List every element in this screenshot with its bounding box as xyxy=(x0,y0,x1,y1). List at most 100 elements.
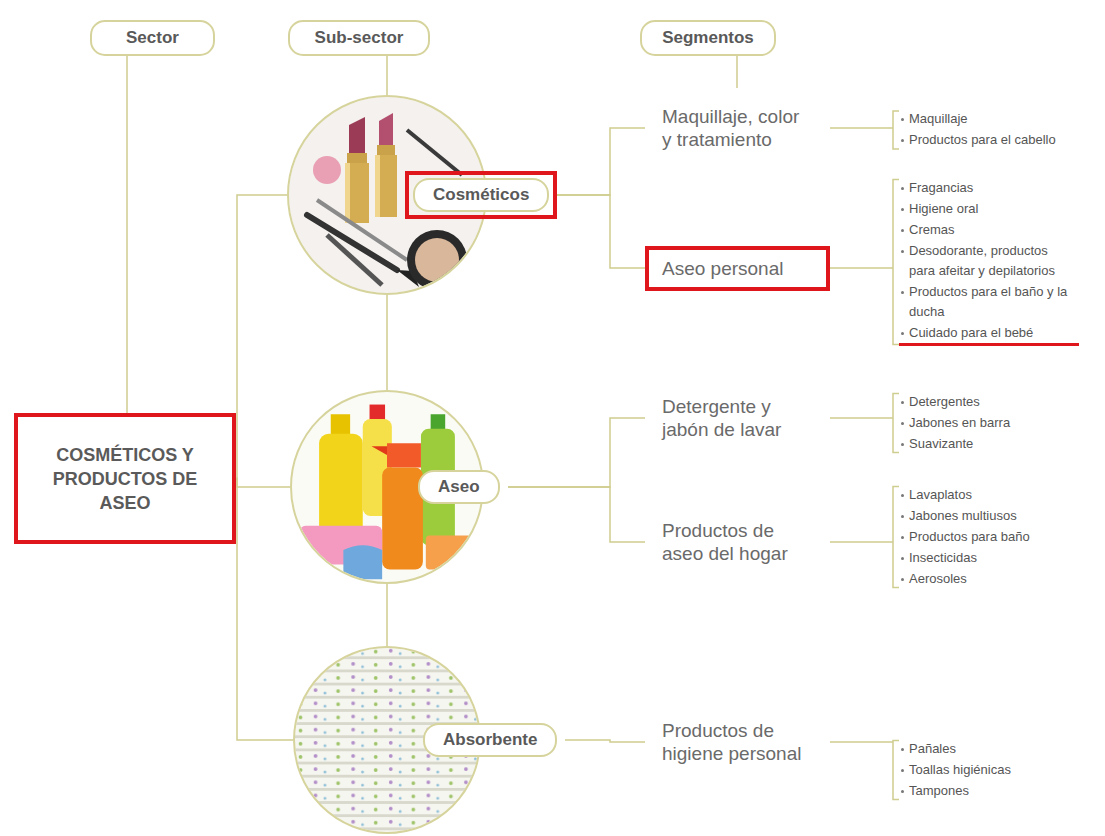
item-list: LavaplatosJabones multiusosProductos par… xyxy=(899,483,1083,592)
column-header: Sub-sector xyxy=(288,20,430,56)
header-text: Sub-sector xyxy=(315,28,404,48)
item-text: Detergentes xyxy=(909,392,1074,412)
item-list: DetergentesJabones en barraSuavizante xyxy=(899,390,1083,457)
cosmetics-illustration xyxy=(313,156,341,184)
list-item: Desodorante, productos para afeitar y de… xyxy=(899,241,1079,281)
segment-text: Productos de higiene personal xyxy=(662,719,814,765)
bullet-dot xyxy=(901,557,904,560)
cosmetics-illustration xyxy=(349,117,365,155)
bullet-dot xyxy=(901,515,904,518)
bullet-dot xyxy=(901,401,904,404)
bullet-dot xyxy=(901,332,904,335)
list-item: Jabones multiusos xyxy=(899,506,1079,526)
item-text: Suavizante xyxy=(909,434,1074,454)
tree-connector xyxy=(830,111,899,149)
tree-connector xyxy=(830,741,899,800)
cosmetics-illustration xyxy=(327,235,382,285)
list-item: Lavaplatos xyxy=(899,485,1079,505)
label-frame: Absorbente xyxy=(415,716,565,764)
list-item: Aerosoles xyxy=(899,569,1079,589)
column-header: Segmentos xyxy=(640,20,776,56)
tree-connector xyxy=(830,487,899,588)
segment-label: Productos de higiene personal xyxy=(645,708,830,776)
list-item: Higiene oral xyxy=(899,199,1079,219)
list-item: Productos para el cabello xyxy=(899,130,1079,150)
segment-text: Maquillaje, color y tratamiento xyxy=(662,105,814,151)
cleaning-illustration xyxy=(382,468,423,570)
item-text: Maquillaje xyxy=(909,109,1074,129)
segment-text: Detergente y jabón de lavar xyxy=(662,395,814,441)
item-text: Productos para baño xyxy=(909,527,1074,547)
item-text: Jabones multiusos xyxy=(909,506,1074,526)
cosmetics-illustration xyxy=(415,238,459,282)
tree-connector xyxy=(236,195,287,479)
bullet-dot xyxy=(901,443,904,446)
bullet-dot xyxy=(901,229,904,232)
bullet-dot xyxy=(901,139,904,142)
tree-connector xyxy=(386,295,388,390)
list-item: Detergentes xyxy=(899,392,1079,412)
segment-label: Detergente y jabón de lavar xyxy=(645,384,830,452)
subsector-label: Cosméticos xyxy=(413,178,549,212)
item-list: MaquillajeProductos para el cabello xyxy=(899,107,1083,153)
item-text: Pañales xyxy=(909,739,1074,759)
item-text: Cremas xyxy=(909,220,1074,240)
cleaning-illustration xyxy=(371,446,387,455)
item-text: Productos para el baño y la ducha xyxy=(909,282,1074,322)
tree-connector xyxy=(236,479,293,741)
bullet-dot xyxy=(901,748,904,751)
bullet-dot xyxy=(901,187,904,190)
highlight-frame: Cosméticos xyxy=(405,171,557,219)
list-item: Pañales xyxy=(899,739,1079,759)
cosmetics-illustration xyxy=(317,200,407,260)
cosmetics-illustration xyxy=(407,130,462,175)
subsector-label: Absorbente xyxy=(423,723,557,757)
subsector-circle: Absorbente xyxy=(293,646,565,834)
item-text: Desodorante, productos para afeitar y de… xyxy=(909,241,1074,281)
item-text: Fragancias xyxy=(909,178,1074,198)
cleaning-illustration xyxy=(343,545,382,579)
list-item: Suavizante xyxy=(899,434,1079,454)
subsector-circle: Aseo xyxy=(290,390,508,584)
segment-text: Productos de aseo del hogar xyxy=(662,519,814,565)
item-text: Aerosoles xyxy=(909,569,1074,589)
cleaning-illustration xyxy=(431,414,446,430)
list-item: Productos para el baño y la ducha xyxy=(899,282,1079,322)
cosmetics-illustration xyxy=(345,163,350,223)
item-text: Higiene oral xyxy=(909,199,1074,219)
cleaning-illustration xyxy=(319,434,363,541)
list-item: Productos para baño xyxy=(899,527,1079,547)
tree-connector xyxy=(830,394,899,453)
item-text: Productos para el cabello xyxy=(909,130,1074,150)
item-list: PañalesToallas higiénicasTampones xyxy=(899,737,1083,804)
bullet-dot xyxy=(901,769,904,772)
list-item: Jabones en barra xyxy=(899,413,1079,433)
bullet-dot xyxy=(901,494,904,497)
list-item: Toallas higiénicas xyxy=(899,760,1079,780)
list-item: Tampones xyxy=(899,781,1079,801)
cosmetics-illustration xyxy=(347,153,367,163)
subsector-circle: Cosméticos xyxy=(287,95,557,295)
tree-connector xyxy=(830,180,899,345)
list-item: Maquillaje xyxy=(899,109,1079,129)
tree-connector xyxy=(557,128,645,195)
item-text: Insecticidas xyxy=(909,548,1074,568)
cleaning-illustration xyxy=(387,443,421,467)
item-list: FraganciasHigiene oralCremasDesodorante,… xyxy=(899,176,1083,349)
tree-connector xyxy=(565,740,645,742)
bullet-dot xyxy=(901,250,904,253)
tree-connector xyxy=(508,418,645,487)
cosmetics-illustration xyxy=(377,145,395,155)
item-text: Lavaplatos xyxy=(909,485,1074,505)
column-header: Sector xyxy=(90,20,215,56)
leader-line xyxy=(736,56,738,88)
tree-connector xyxy=(236,479,290,488)
bullet-dot xyxy=(901,291,904,294)
item-text: Toallas higiénicas xyxy=(909,760,1074,780)
tree-connector xyxy=(386,584,388,646)
cosmetics-illustration xyxy=(345,163,369,223)
item-text: Jabones en barra xyxy=(909,413,1074,433)
cosmetics-illustration xyxy=(375,155,397,217)
bullet-dot xyxy=(901,536,904,539)
